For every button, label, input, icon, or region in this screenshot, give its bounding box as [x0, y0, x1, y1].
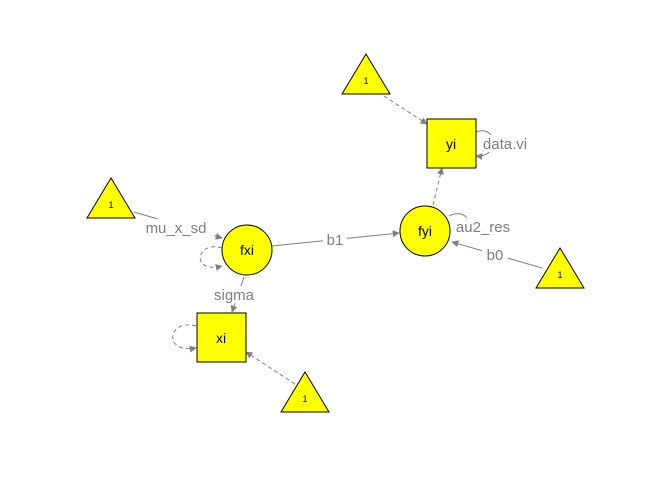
- node-yi: [426, 118, 477, 169]
- edge-label-b0: b0: [487, 247, 504, 264]
- node-label-yi: yi: [446, 136, 456, 152]
- label-bg-au2_res: [450, 218, 516, 235]
- node-label-const-right: 1: [557, 270, 562, 280]
- label-bg-sigma: [208, 286, 260, 303]
- label-bg-b0: [482, 246, 508, 263]
- node-xi: [196, 312, 247, 363]
- node-const-bottom: [280, 371, 330, 413]
- edge-const-top-to-yi: [383, 95, 428, 125]
- edge-const-bottom-to-xi: [245, 351, 296, 385]
- node-label-const-top: 1: [363, 76, 368, 86]
- label-bg-b1: [323, 231, 347, 248]
- label-bg-mu_x_sd: [138, 219, 214, 236]
- edge-label-au2_res: au2_res: [456, 219, 510, 236]
- label-bg-data-vi: [476, 135, 534, 152]
- node-const-top: [341, 53, 391, 95]
- edge-label-data-vi: data.vi: [483, 136, 527, 153]
- node-fyi: [399, 205, 451, 257]
- node-label-xi: xi: [216, 330, 226, 346]
- node-const-left: [86, 177, 136, 219]
- edge-label-b1: b1: [327, 232, 344, 249]
- edge-fyi-to-yi: [432, 167, 444, 206]
- node-label-fyi: fyi: [418, 223, 432, 239]
- self-loop-xi: [172, 324, 197, 353]
- node-const-right: [535, 247, 585, 289]
- node-fxi: [221, 224, 273, 276]
- node-label-const-left: 1: [108, 200, 113, 210]
- edge-label-mu_x_sd: mu_x_sd: [146, 220, 207, 237]
- node-label-const-bottom: 1: [302, 394, 307, 404]
- self-loop-fxi: [199, 246, 223, 271]
- node-label-fxi: fxi: [240, 242, 254, 258]
- edge-label-sigma: sigma: [214, 287, 255, 304]
